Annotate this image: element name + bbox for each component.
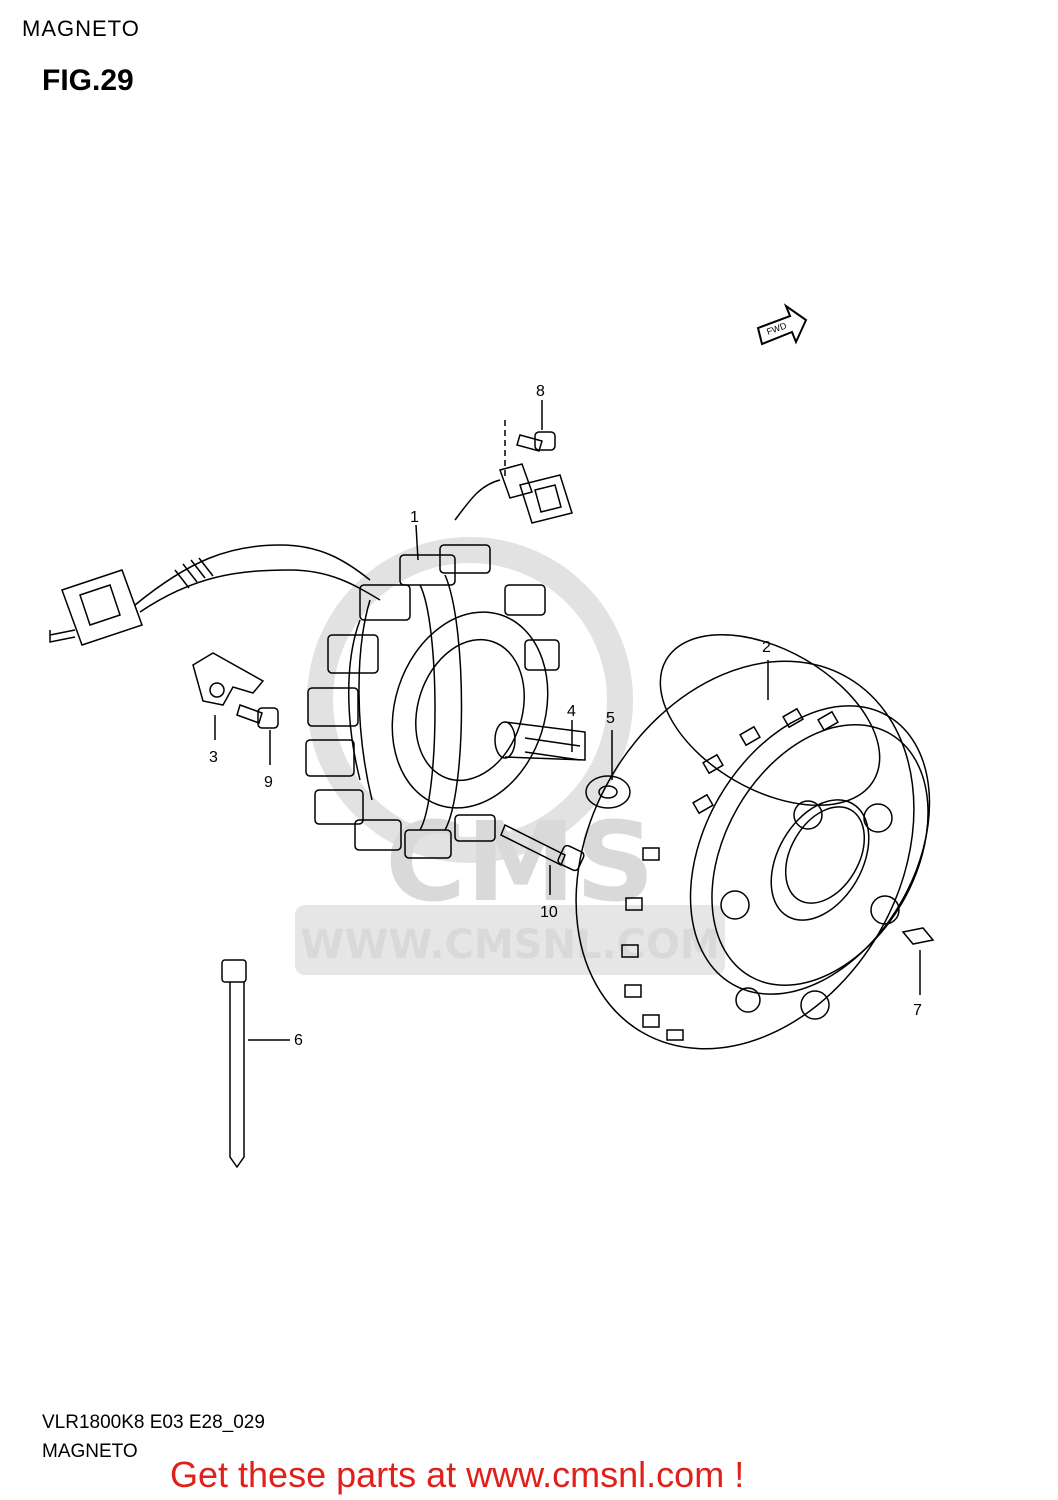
callout-7: 7	[913, 1002, 922, 1019]
watermark-brand: CMS	[385, 798, 654, 926]
bolt-part-9	[236, 704, 279, 729]
callout-3: 3	[209, 749, 218, 766]
callout-1: 1	[410, 509, 419, 526]
stator-coil	[305, 544, 560, 859]
magneto-rotor	[575, 633, 931, 1050]
clamp-part-3	[192, 652, 265, 706]
cmsnl-link[interactable]: Get these parts at www.cmsnl.com !	[170, 1454, 745, 1495]
cable-tie-part-6	[221, 959, 247, 1169]
section-title: MAGNETO	[22, 16, 140, 41]
callout-4: 4	[567, 703, 576, 720]
callout-9: 9	[264, 774, 273, 791]
bolt-part-10	[500, 823, 585, 872]
callout-8: 8	[536, 383, 545, 400]
footer-section-name: MAGNETO	[42, 1441, 138, 1462]
callout-2: 2	[762, 639, 771, 656]
callout-labels: 1 2 3 4 5 6 7 8 9 10	[209, 383, 922, 1049]
callout-5: 5	[606, 710, 615, 727]
washer-part-5	[585, 775, 631, 809]
wire-harness	[49, 463, 573, 646]
leader-lines	[214, 400, 921, 1041]
model-code: VLR1800K8 E03 E28_029	[42, 1412, 265, 1433]
key-part-7	[901, 927, 935, 945]
watermark: CMS WWW.CMSNL.COM	[295, 537, 725, 975]
callout-10: 10	[540, 904, 558, 921]
bolt-part-8	[504, 420, 556, 480]
watermark-url: WWW.CMSNL.COM	[300, 922, 720, 968]
callout-6: 6	[294, 1032, 303, 1049]
forward-arrow-icon: FWD	[756, 303, 808, 346]
figure-label: FIG.29	[42, 64, 134, 97]
bolt-part-4	[494, 721, 586, 761]
